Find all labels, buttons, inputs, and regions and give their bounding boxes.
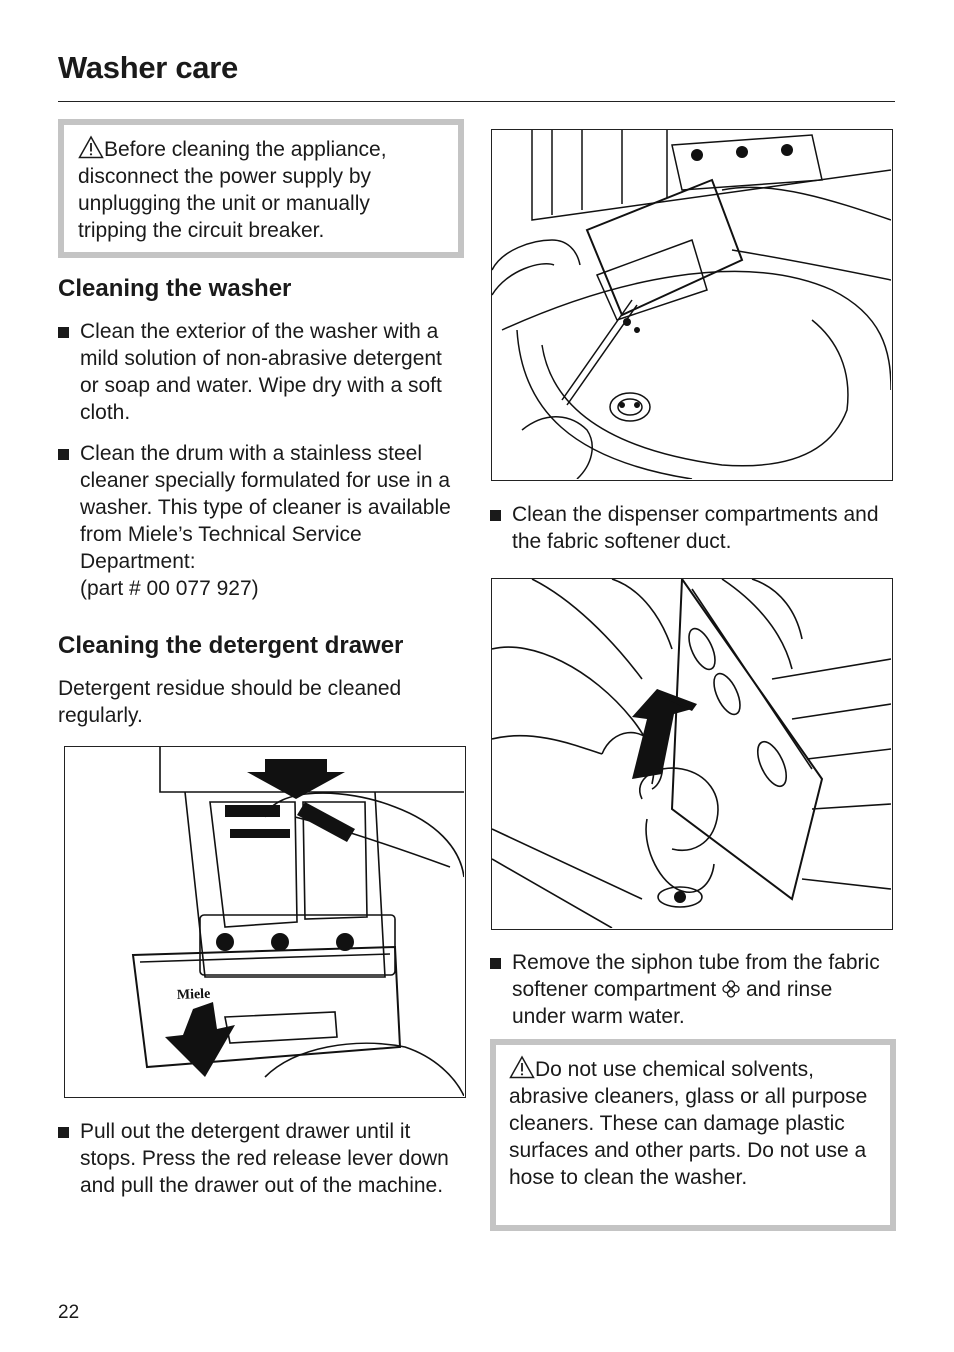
warning-box-solvents: Do not use chemical solvents, abrasive c… xyxy=(490,1039,896,1231)
bullet-square xyxy=(58,440,80,602)
page-number: 22 xyxy=(58,1302,80,1323)
bullet-square xyxy=(490,501,512,555)
figure-siphon-tube xyxy=(491,578,893,930)
page-title: Washer care xyxy=(58,50,238,85)
list-item: Pull out the detergent drawer until it s… xyxy=(58,1118,458,1199)
title-divider xyxy=(58,101,895,102)
list-item: Clean the dispenser compartments and the… xyxy=(490,501,890,555)
bullet-square xyxy=(58,318,80,426)
bullet-square xyxy=(490,949,512,1030)
list-item: Clean the exterior of the washer with a … xyxy=(58,318,458,426)
drawer-brand-label: Miele xyxy=(177,987,211,1003)
warning-triangle-icon xyxy=(509,1055,535,1079)
siphon-illustration xyxy=(492,579,891,928)
sink-illustration xyxy=(492,130,891,479)
warning-triangle-icon xyxy=(78,135,104,159)
list-item: Remove the siphon tube from the fabric s… xyxy=(490,949,890,1030)
figure-detergent-drawer: Miele xyxy=(64,746,466,1098)
drawer-illustration: Miele xyxy=(131,747,464,1096)
heading-cleaning-drawer: Cleaning the detergent drawer xyxy=(58,632,404,659)
warning-text-power: Before cleaning the appliance, disconnec… xyxy=(78,138,387,242)
heading-cleaning-washer: Cleaning the washer xyxy=(58,275,292,302)
fabric-softener-flower-icon xyxy=(722,980,740,998)
bullet-square xyxy=(58,1118,80,1199)
drawer-intro-text: Detergent residue should be cleaned regu… xyxy=(58,677,402,727)
list-item: Clean the drum with a stainless steel cl… xyxy=(58,440,458,602)
warning-text-solvents: Do not use chemical solvents, abrasive c… xyxy=(509,1058,868,1189)
warning-box-power: Before cleaning the appliance, disconnec… xyxy=(58,119,464,258)
part-number: (part # 00 077 927) xyxy=(80,577,259,600)
figure-sink-cleaning xyxy=(491,129,893,481)
